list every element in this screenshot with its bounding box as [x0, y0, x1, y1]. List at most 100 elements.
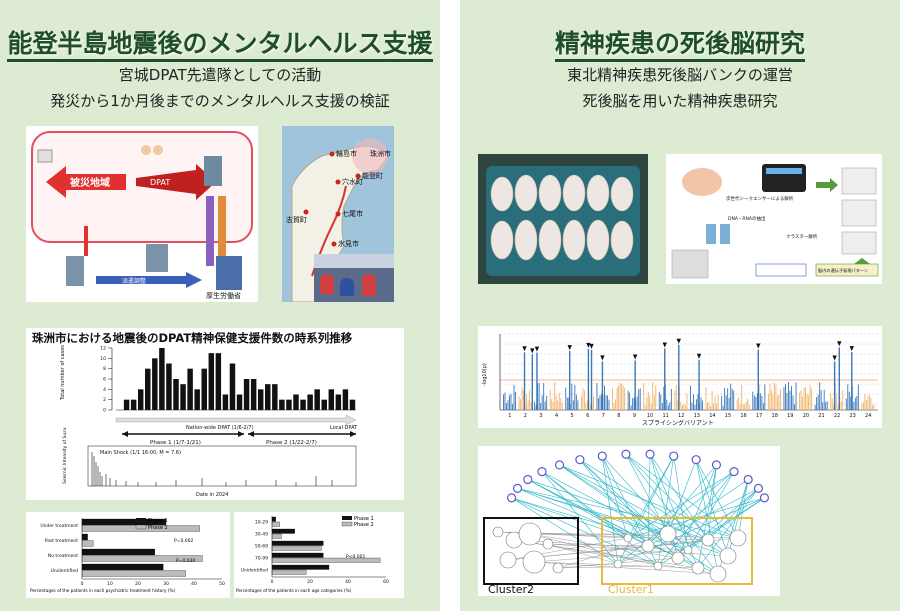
dpat-diagram: 被災地域 DPAT 厚生労働省 派遣調整 [26, 126, 258, 302]
manhattan-peak [569, 351, 571, 410]
manhattan-xtick: 12 [678, 413, 684, 419]
ts-ylabel: Total number of cases [60, 345, 66, 401]
cluster2-label: Cluster2 [488, 583, 534, 596]
manhattan-peak [536, 352, 538, 410]
gene-network: Cluster2 Cluster1 [478, 446, 780, 596]
manhattan-bar [653, 395, 655, 410]
ts-bar [194, 389, 200, 410]
map-label-4: 七尾市 [342, 209, 363, 218]
manhattan-bar [583, 390, 585, 410]
manhattan-bar [744, 404, 746, 410]
manhattan-bar [697, 394, 699, 410]
ts-bar [159, 348, 165, 410]
manhattan-bar [837, 405, 839, 410]
manhattan-bar [552, 401, 554, 410]
map-label-6: 珠洲市 [370, 149, 391, 158]
manhattan-bar [693, 394, 694, 410]
manhattan-bar [551, 399, 553, 410]
manhattan-xtick: 18 [772, 413, 778, 419]
manhattan-peak [698, 359, 700, 410]
map-label-3: 志賀町 [286, 215, 307, 224]
peak-arrow-icon [837, 341, 842, 347]
manhattan-bar [786, 392, 788, 410]
manhattan-bar [561, 402, 563, 410]
ministry-label: 厚生労働省 [206, 291, 241, 300]
manhattan-bar [759, 393, 761, 410]
network-node [537, 467, 547, 477]
ts-bar [328, 389, 335, 410]
ts-ytick: 0 [103, 408, 106, 414]
manhattan-bar [574, 384, 576, 410]
age-bar [271, 540, 324, 546]
ts-bar [342, 389, 349, 410]
manhattan-bar [808, 395, 810, 410]
manhattan-bar [506, 403, 507, 410]
manhattan-bar [681, 405, 683, 410]
manhattan-xtick: 2 [524, 413, 527, 419]
tr-bar [81, 540, 94, 547]
network-node [506, 493, 517, 503]
tr-category-label: Unidentified [51, 568, 78, 574]
map-label-1: 穴水町 [342, 177, 363, 186]
manhattan-bar [738, 397, 740, 410]
manhattan-bar [674, 390, 676, 410]
age-xlabel: Percentages of the patients in each age … [236, 588, 352, 593]
map-label-2: 能登町 [362, 171, 383, 180]
age-bar [271, 552, 324, 558]
manhattan-bar [814, 404, 816, 410]
manhattan-bar [747, 398, 749, 410]
age-xtick: 0 [271, 579, 274, 585]
manhattan-bar [788, 382, 789, 410]
manhattan-peak [523, 352, 526, 410]
ts-legend-nation: Nation-wide DPAT (1/6-2/7) [186, 425, 254, 431]
brain-slices-photo [478, 154, 648, 284]
network-node [554, 460, 565, 470]
tr-category-label: Past treatment [45, 538, 79, 544]
ts-ytick: 12 [100, 346, 106, 352]
ts-bar [265, 384, 271, 410]
manhattan-bar [599, 395, 601, 410]
manhattan-bar [806, 393, 808, 410]
ts-bar [286, 399, 292, 410]
manhattan-bar [675, 385, 677, 410]
network-node [683, 545, 693, 555]
manhattan-peak [851, 352, 853, 410]
manhattan-bar [644, 405, 646, 410]
network-node [671, 551, 685, 565]
manhattan-bar [667, 405, 669, 410]
manhattan-bar [775, 384, 777, 410]
map-label-0: 輪島市 [336, 149, 357, 158]
network-node [641, 539, 655, 553]
hospital-building-icon [204, 156, 222, 186]
manhattan-peak [531, 354, 534, 410]
manhattan-bar [546, 395, 548, 410]
network-node [512, 483, 523, 493]
tr-xtick: 50 [219, 581, 225, 587]
manhattan-bar [575, 394, 577, 410]
tr-bar [81, 570, 186, 577]
manhattan-bar [830, 393, 832, 410]
ts-bar [321, 399, 327, 410]
age-bar [271, 521, 280, 527]
peak-arrow-icon [589, 343, 594, 349]
network-node [743, 474, 753, 485]
ts-bar [279, 399, 285, 410]
manhattan-bar [612, 388, 613, 410]
building-icon-2 [66, 256, 84, 286]
manhattan-xtick: 17 [756, 413, 762, 419]
manhattan-peak [634, 360, 636, 410]
manhattan-bar [802, 396, 804, 410]
ts-bar [130, 399, 137, 410]
tr-category-label: No treatment [48, 553, 78, 559]
manhattan-bar [833, 405, 835, 410]
manhattan-bar [822, 402, 824, 410]
cluster1-label: Cluster1 [608, 583, 654, 596]
network-node [691, 561, 705, 575]
flow-label-1: DNA・RNAの抽出 [728, 215, 766, 222]
brain-slices-svg [490, 174, 634, 261]
age-bar [271, 545, 322, 551]
